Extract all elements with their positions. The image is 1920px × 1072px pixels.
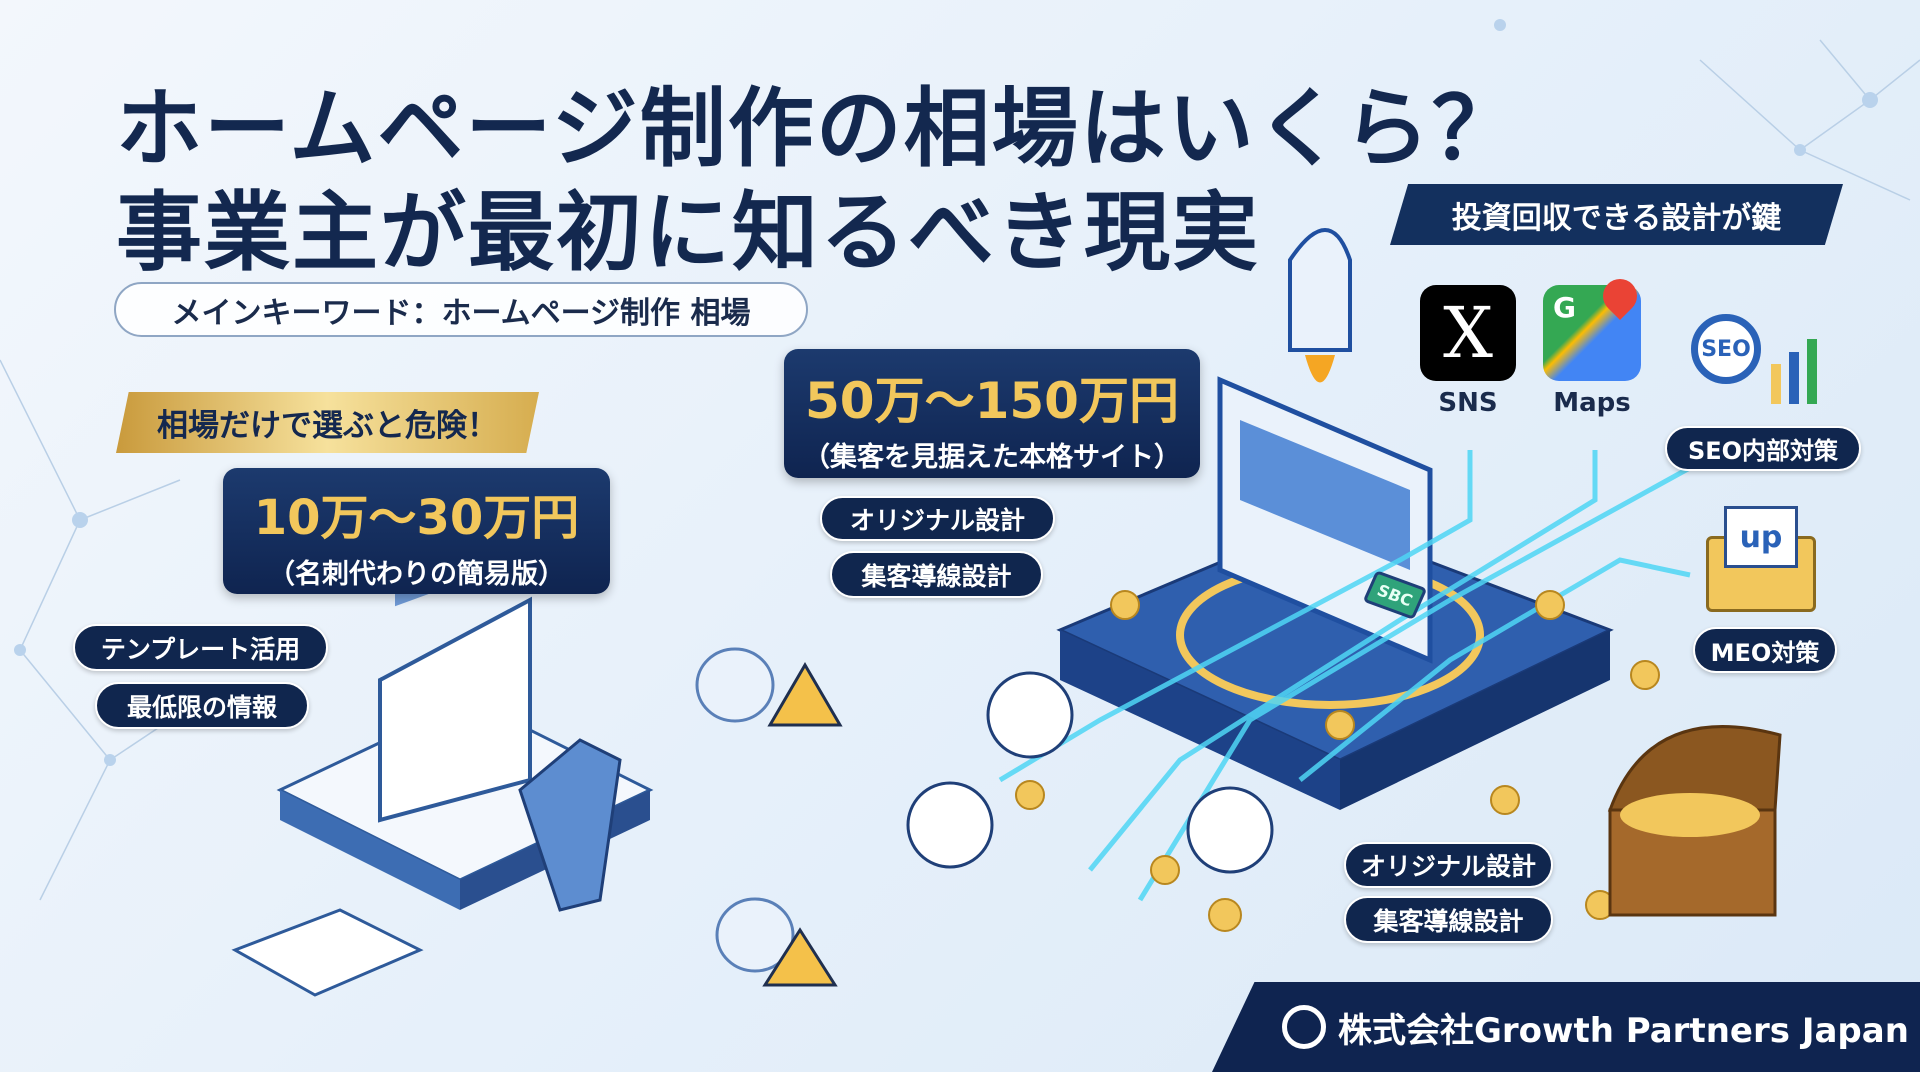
sns-label: SNS xyxy=(1438,388,1498,418)
pro-plan-desc: （集客を見据えた本格サイト） xyxy=(803,442,1181,473)
meo-icon-text: up xyxy=(1724,506,1798,568)
pro-plan-price: 50万〜150万円 xyxy=(805,372,1179,430)
google-maps-icon: G xyxy=(1543,271,1645,381)
roi-banner: 投資回収できる設計が鍵 xyxy=(1390,184,1843,245)
bottom-tag-funnel-design: 集客導線設計 xyxy=(1344,896,1553,943)
money-bag-warning-icons xyxy=(695,647,843,987)
customer-avatar-icons xyxy=(906,671,1274,874)
warning-banner: 相場だけで選ぶと危険！ xyxy=(116,392,539,453)
pro-plan-price-box: 50万〜150万円 （集客を見据えた本格サイト） xyxy=(784,349,1200,478)
footer-company-bar: 株式会社Growth Partners Japan xyxy=(1212,982,1920,1072)
main-keyword-pill: メインキーワード：ホームページ制作 相場 xyxy=(114,282,808,337)
basic-tag-template: テンプレート活用 xyxy=(73,624,328,671)
network-nodes xyxy=(14,19,1878,766)
seo-magnifier-chart-icon: SEO xyxy=(1671,284,1837,416)
bottom-tag-original-design: オリジナル設計 xyxy=(1344,842,1553,888)
coin-icons xyxy=(1015,590,1660,932)
company-name: 株式会社Growth Partners Japan xyxy=(1338,1010,1909,1051)
x-logo-icon: X xyxy=(1420,285,1516,381)
business-card-icon xyxy=(231,908,424,997)
maps-label: Maps xyxy=(1553,388,1631,418)
basic-site-platform xyxy=(231,539,654,997)
rocket-icon xyxy=(1288,228,1352,352)
page-title-line2: 事業主が最初に知るべき現実 xyxy=(116,183,1260,283)
seo-internal-label: SEO内部対策 xyxy=(1665,426,1861,471)
basic-plan-price: 10万〜30万円 xyxy=(253,490,580,546)
seo-icon-text: SEO xyxy=(1691,314,1761,384)
company-logo-icon xyxy=(1282,1005,1326,1049)
treasure-chest-icon xyxy=(1607,725,1782,917)
browser-window-icon xyxy=(378,596,532,823)
envelope-up-icon: up xyxy=(1706,496,1816,612)
basic-plan-desc: （名刺代わりの簡易版） xyxy=(268,559,565,590)
basic-tag-minimum-info: 最低限の情報 xyxy=(95,682,309,729)
pro-tag-funnel-design: 集客導線設計 xyxy=(830,551,1043,598)
page-title-line1: ホームページ制作の相場はいくら？ xyxy=(116,79,1520,179)
door-icon xyxy=(518,738,622,912)
meo-label: MEO対策 xyxy=(1693,627,1837,673)
pro-tag-original-design: オリジナル設計 xyxy=(820,496,1055,541)
basic-plan-price-box: 10万〜30万円 （名刺代わりの簡易版） xyxy=(223,468,610,594)
